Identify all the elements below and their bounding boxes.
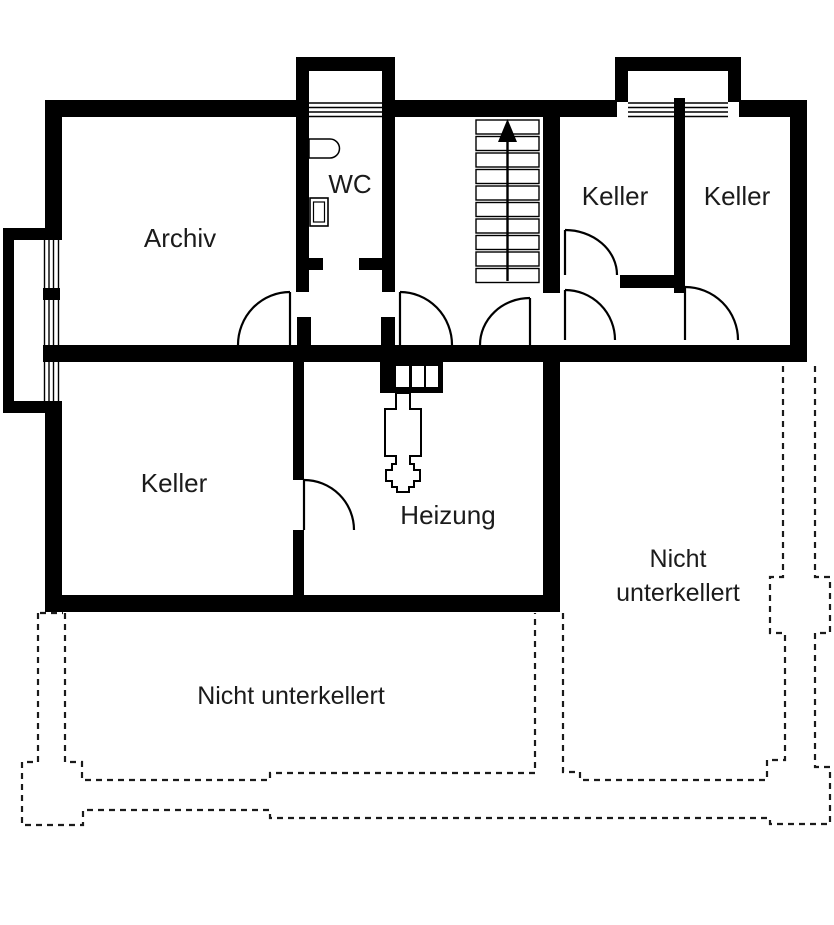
labels: Archiv WC Keller Keller Keller Heizung N… [141,169,771,710]
wall-keller-divider [674,98,685,293]
room-label-keller-top-right: Keller [704,181,771,211]
wall-keller1-south [620,275,675,288]
windows [43,102,728,401]
door-east-corridor [563,288,617,341]
sink-icon [308,138,341,159]
window-left-bay [43,240,60,401]
wall-right-bay-top [615,57,741,71]
wall-left-bay-divider [43,288,60,300]
wall-left-bay-bottom [3,401,62,413]
boiler-icon [384,392,422,493]
wall-left-bay-outer [3,228,14,413]
room-label-archiv: Archiv [144,223,216,253]
wc-fixtures [308,138,341,227]
wall-left-upper [45,100,62,228]
wall-heizung-divider-lower [293,530,304,595]
stairs-up-arrow-icon [498,119,517,281]
area-label-nicht-unterkellert-right-line2: unterkellert [616,579,740,607]
doors [236,228,740,531]
wall-staircase-right [543,117,560,293]
wall-wc-post-left [297,317,311,346]
staircase [475,119,540,284]
wall-wc-left [296,58,309,292]
room-label-keller-bottom: Keller [141,468,208,498]
door-keller-top-left [563,228,619,276]
nicht-unterkellert-outlines [20,365,832,827]
footprint-inner-right-outline [561,365,787,782]
wall-wc-door-stub-left [309,258,323,270]
wall-top-mid-segment [393,100,617,117]
room-label-wc: WC [328,169,371,199]
wall-wc-post-right [381,317,395,346]
wall-left-lower [45,413,62,612]
window-wc-bay [309,102,382,118]
door-hall-right [478,296,532,346]
door-hall-left [398,290,454,346]
door-heizung [302,478,356,531]
area-label-nicht-unterkellert-right-line1: Nicht [650,545,707,573]
wall-right-bay-left [615,57,628,102]
wall-bottom [45,595,560,612]
wall-lower-east [543,362,560,595]
room-label-heizung: Heizung [400,500,495,530]
door-archiv [236,290,292,346]
wall-wc-door-stub-right [359,258,382,270]
toilet-icon [309,197,329,227]
wall-top-left-segment [45,100,298,117]
wall-heizung-divider-upper [293,362,304,480]
door-keller-top-right [683,285,740,341]
footprint-inner-left-outline [63,613,537,782]
wall-right-bay-right [728,57,741,102]
walls [3,57,807,612]
chimney-flues [396,366,438,387]
wall-left-bay-top [3,228,62,240]
wall-wc-right [382,58,395,292]
wall-east [790,100,807,362]
area-label-nicht-unterkellert-bottom: Nicht unterkellert [197,682,385,710]
footprint-outer-outline [20,365,832,827]
room-label-keller-top-left: Keller [582,181,649,211]
wall-wc-bay-top [296,57,395,71]
wall-middle-band [43,345,807,362]
